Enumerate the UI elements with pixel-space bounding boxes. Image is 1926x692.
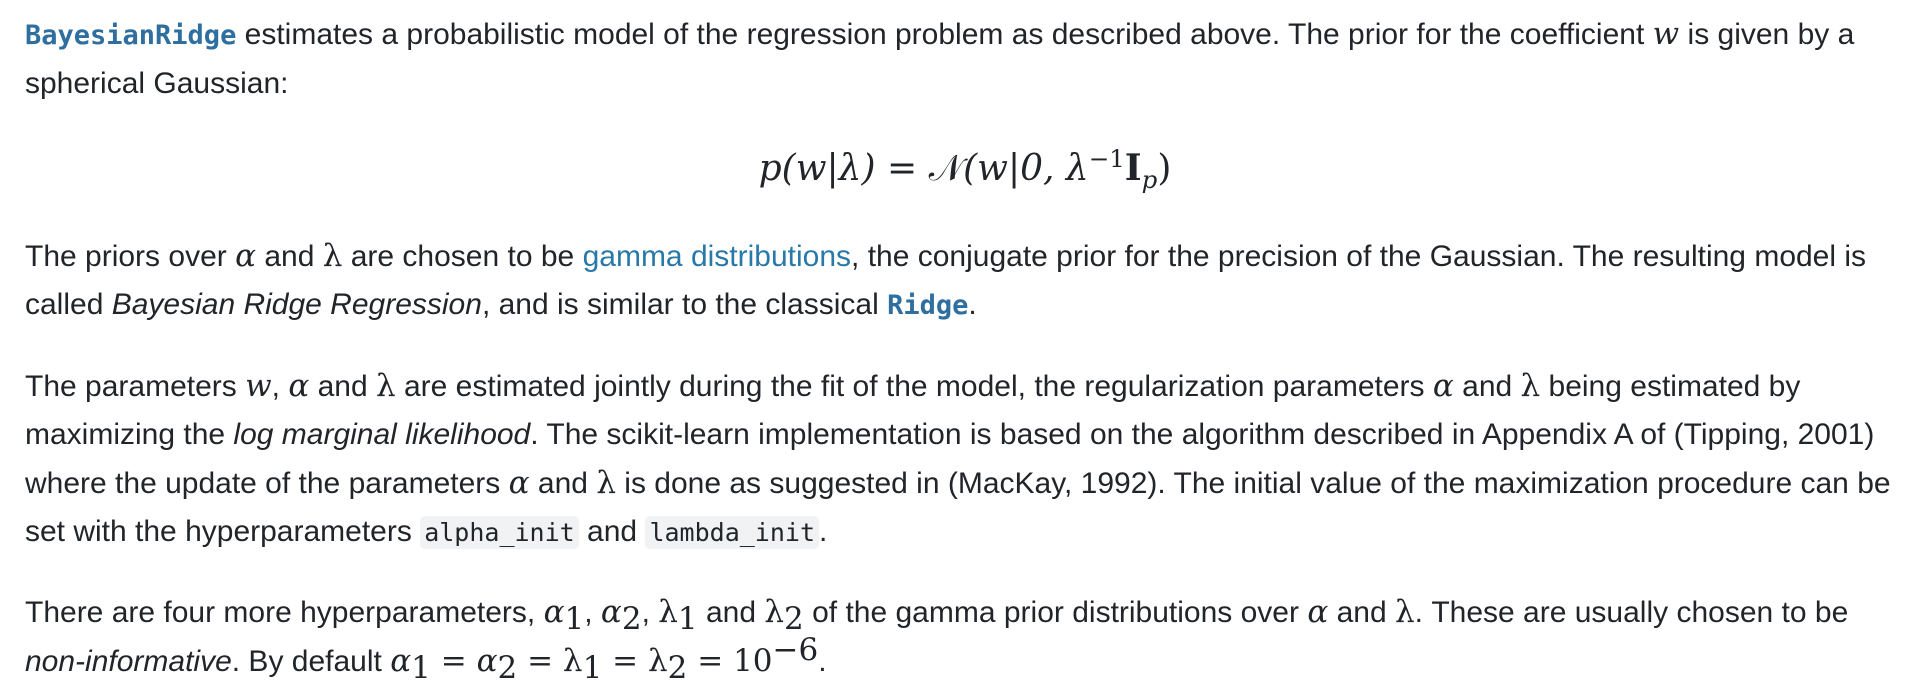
math-sub: 1	[411, 650, 431, 686]
eq-identity: I	[1124, 147, 1142, 189]
math-lambda: λ	[1520, 368, 1541, 404]
math-equals: =	[687, 643, 734, 679]
text: and	[697, 596, 765, 629]
math-lambda: λ	[764, 594, 785, 630]
text: is given by a spherical Gaussian:	[25, 18, 1855, 100]
math-sub: 2	[497, 650, 518, 686]
text: ,	[584, 596, 601, 629]
eq-equals: =	[875, 148, 929, 189]
text: are estimated jointly during the fit of …	[395, 370, 1433, 403]
math-alpha: α	[508, 465, 530, 501]
text: and	[578, 515, 646, 548]
text: and	[1453, 370, 1521, 403]
math-alpha: α	[543, 594, 565, 630]
emphasis: Bayesian Ridge Regression	[111, 288, 482, 321]
text: and	[256, 240, 323, 273]
code-alpha-init: alpha_init	[420, 516, 579, 549]
eq-close: )	[1157, 148, 1172, 189]
text: .	[818, 645, 827, 678]
math-alpha: α	[476, 643, 498, 679]
bayesianridge-link[interactable]: BayesianRidge	[25, 20, 237, 51]
text: ,	[641, 596, 659, 629]
math-lambda: λ	[596, 465, 616, 501]
text: . By default	[231, 645, 391, 678]
paragraph-bayesian-ridge-intro: BayesianRidge estimates a probabilistic …	[25, 10, 1905, 108]
text: estimates a probabilistic model of the r…	[236, 18, 1653, 51]
text: are chosen to be	[342, 240, 583, 273]
math-equals: =	[517, 643, 563, 679]
math-alpha: α	[1307, 594, 1329, 630]
math-sub: 1	[564, 601, 585, 637]
math-sub: 2	[667, 650, 688, 686]
text: of the gamma prior distributions over	[803, 596, 1308, 629]
math-alpha: α	[1432, 368, 1454, 404]
text: The parameters	[25, 370, 246, 403]
math-w: w	[1652, 16, 1680, 52]
text: is done as suggested in (MacKay, 1992). …	[25, 467, 1891, 548]
gamma-distributions-link[interactable]: gamma distributions	[582, 240, 852, 273]
math-equals: =	[602, 643, 648, 679]
math-lambda: λ	[1395, 594, 1415, 630]
math-alpha: α	[390, 643, 412, 679]
text: , and is similar to the classical	[481, 288, 888, 321]
emphasis: non-informative	[25, 645, 232, 678]
math-ten: 10	[733, 643, 773, 679]
math-lambda: λ	[658, 594, 678, 630]
paragraph-gamma-priors: The priors over α and λ are chosen to be…	[25, 232, 1905, 330]
paragraph-hyperparameters: There are four more hyperparameters, α1,…	[25, 588, 1905, 686]
math-alpha: α	[235, 238, 257, 274]
text: .	[819, 515, 828, 548]
text: and	[1328, 596, 1395, 629]
text: . These are usually chosen to be	[1414, 596, 1849, 629]
math-exponent: −6	[772, 632, 819, 668]
text: being estimated by maximizing the	[25, 370, 1801, 451]
text: There are four more hyperparameters,	[25, 596, 544, 629]
text: ,	[271, 370, 289, 403]
math-lambda: λ	[648, 643, 668, 679]
eq-normal: 𝒩	[928, 148, 964, 189]
math-sub: 1	[582, 650, 603, 686]
text: , the conjugate prior for the precision …	[25, 240, 1867, 321]
paragraph-parameter-estimation: The parameters w, α and λ are estimated …	[25, 362, 1905, 557]
math-lambda: λ	[562, 643, 583, 679]
ridge-link[interactable]: Ridge	[887, 290, 969, 321]
math-sub: 2	[621, 601, 642, 637]
math-alpha: α	[288, 368, 310, 404]
math-lambda: λ	[375, 368, 396, 404]
math-alpha: α	[600, 594, 622, 630]
text: and	[309, 370, 376, 403]
eq-exponent: −1	[1088, 144, 1125, 173]
math-lambda: λ	[322, 238, 343, 274]
prior-equation: p(w|λ) = 𝒩(w|0, λ−1Ip)	[25, 138, 1905, 199]
text: .	[968, 288, 977, 321]
math-w: w	[245, 368, 272, 404]
text: and	[529, 467, 597, 500]
math-sub: 1	[677, 601, 698, 637]
eq-lhs: p(w|λ)	[758, 148, 876, 189]
math-equals: =	[430, 643, 477, 679]
code-lambda-init: lambda_init	[645, 516, 820, 549]
text: The priors over	[25, 240, 236, 273]
eq-identity-sub: p	[1141, 165, 1158, 195]
math-sub: 2	[784, 601, 804, 637]
emphasis: log marginal likelihood	[233, 418, 531, 451]
text: . The scikit-learn implementation is bas…	[25, 418, 1875, 500]
eq-args: (w|0, λ	[963, 148, 1089, 189]
